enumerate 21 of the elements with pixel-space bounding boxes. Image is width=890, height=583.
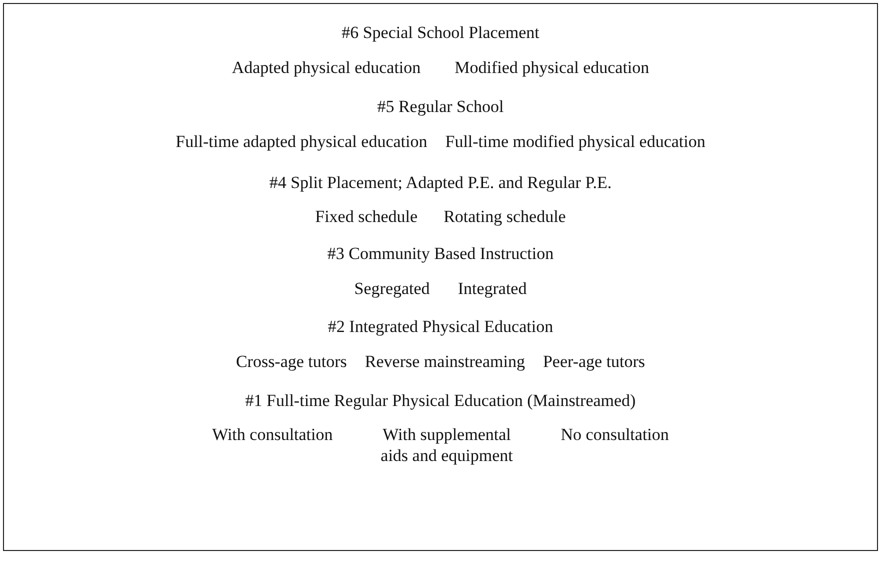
placement-option: Fixed schedule <box>315 206 418 227</box>
placement-option: Peer-age tutors <box>542 351 646 372</box>
placement-option: Full-time modified physical education <box>445 131 706 152</box>
placement-option: Reverse mainstreaming <box>364 351 525 372</box>
placement-level-heading: #3 Community Based Instruction <box>327 243 554 264</box>
placement-level-heading: #2 Integrated Physical Education <box>328 316 554 337</box>
diagram-frame <box>3 3 878 551</box>
placement-option: With supplemental aids and equipment <box>376 424 517 466</box>
placement-level-heading: #4 Split Placement; Adapted P.E. and Regular P.E. <box>269 172 612 193</box>
placement-option: No consultation <box>560 424 669 445</box>
placement-option: With consultation <box>212 424 333 445</box>
placement-option: Adapted physical education <box>232 57 421 78</box>
placement-option: Cross-age tutors <box>236 351 347 372</box>
placement-option: Modified physical education <box>454 57 650 78</box>
placement-level-heading: #1 Full-time Regular Physical Education (Mainstreamed) <box>245 390 636 411</box>
placement-option: Rotating schedule <box>444 206 566 227</box>
placement-option: Full-time adapted physical education <box>176 131 428 152</box>
placement-level-heading: #5 Regular School <box>377 96 504 117</box>
placement-level-heading: #6 Special School Placement <box>342 22 540 43</box>
placement-option: Segregated <box>354 278 430 299</box>
placement-option: Integrated <box>458 278 527 299</box>
